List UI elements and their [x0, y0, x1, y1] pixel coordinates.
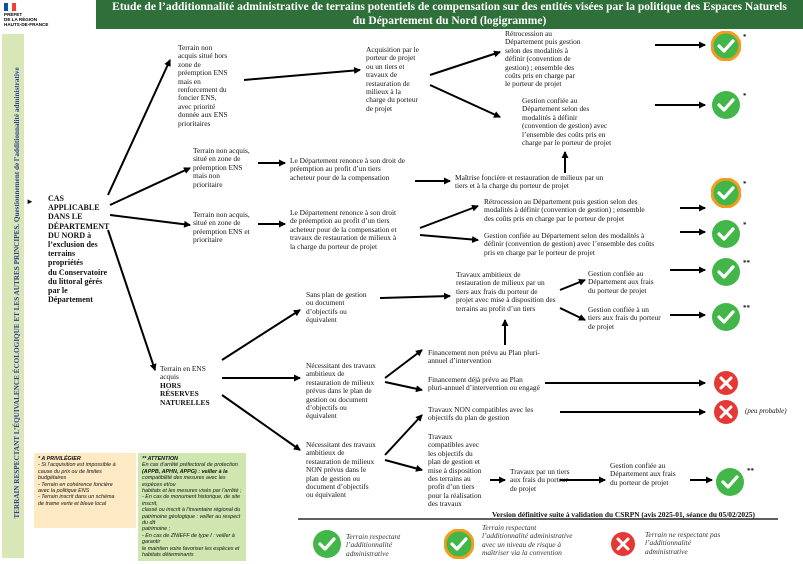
node-b2r: Maîtrise foncière et restauration de mil… — [455, 173, 604, 191]
arrow-b4b-b4b2 — [384, 381, 423, 393]
double-star-mark: ** — [743, 304, 750, 312]
note-privilegier: * A PRIVILÉGIER - Si l’acquisition est i… — [34, 453, 136, 528]
arrow-b4a1-r2 — [559, 307, 586, 321]
page-title: Etude de l’additionnalité administrative… — [96, 0, 803, 29]
bullet-arrow-icon: ► — [26, 197, 34, 206]
check-green-icon — [712, 91, 740, 119]
cross-red-icon — [714, 400, 738, 424]
arrow-b4-b4c — [221, 394, 301, 451]
check-green-icon — [716, 468, 744, 496]
arrow-b4c-b4c1 — [384, 414, 423, 456]
node-b3r2: Gestion confiée au Département selon des… — [484, 231, 655, 257]
arrow-b4c-b4c2 — [384, 459, 423, 472]
arrow-b4a-b4a1 — [379, 292, 451, 300]
star-mark: * — [743, 33, 747, 41]
arrow-b4b-b4b1 — [384, 349, 423, 379]
star-mark: * — [743, 180, 747, 188]
version-note: Version définitive suite à validation du… — [492, 510, 755, 519]
legend-cross-red-icon — [611, 532, 635, 556]
legend-check-green-icon — [313, 530, 341, 558]
check-green-icon — [712, 303, 740, 331]
star-mark: * — [743, 221, 747, 229]
check-green-icon — [712, 220, 740, 248]
arrow-root-b2 — [109, 167, 191, 206]
arrow-b1a-r2 — [429, 84, 501, 118]
sidebar-band: TERRAIN RESPECTANT L’ÉQUIVALENCE ÉCOLOGI… — [2, 34, 24, 558]
french-flag-icon — [4, 3, 16, 11]
check-orange-icon — [711, 178, 741, 208]
check-green-icon — [712, 258, 740, 286]
arrow-b1a-r1 — [429, 50, 501, 76]
arrow-b3a-r1 — [419, 204, 479, 229]
arrow-b3a-r2 — [419, 234, 479, 243]
arrow-root-b1 — [107, 59, 171, 196]
node-b4b1: Financement non prévu au Plan pluri-annu… — [428, 348, 540, 366]
check-orange-icon — [711, 31, 741, 61]
note-attention: ** ATTENTION En cas d’arrêté préfectoral… — [138, 453, 246, 561]
arrow-root-b4 — [107, 229, 157, 371]
double-star-mark: ** — [743, 259, 750, 267]
arrow-b1-b1a — [243, 67, 361, 81]
peu-probable-note: (peu probable) — [745, 407, 787, 415]
legend-check-orange-icon — [444, 529, 474, 559]
arrow-root-b3 — [109, 214, 191, 228]
arrow-b4-b4a — [221, 309, 301, 361]
double-star-mark: ** — [747, 467, 754, 475]
title-line-2: du Département du Nord (logigramme) — [352, 15, 547, 27]
star-mark: * — [743, 92, 747, 100]
cross-red-icon — [714, 371, 738, 395]
node-b3r1: Rétrocession au Département puis gestion… — [484, 197, 645, 223]
title-line-1: Etude de l’additionnalité administrative… — [112, 1, 787, 13]
arrow-b4a1-r1 — [559, 278, 586, 291]
